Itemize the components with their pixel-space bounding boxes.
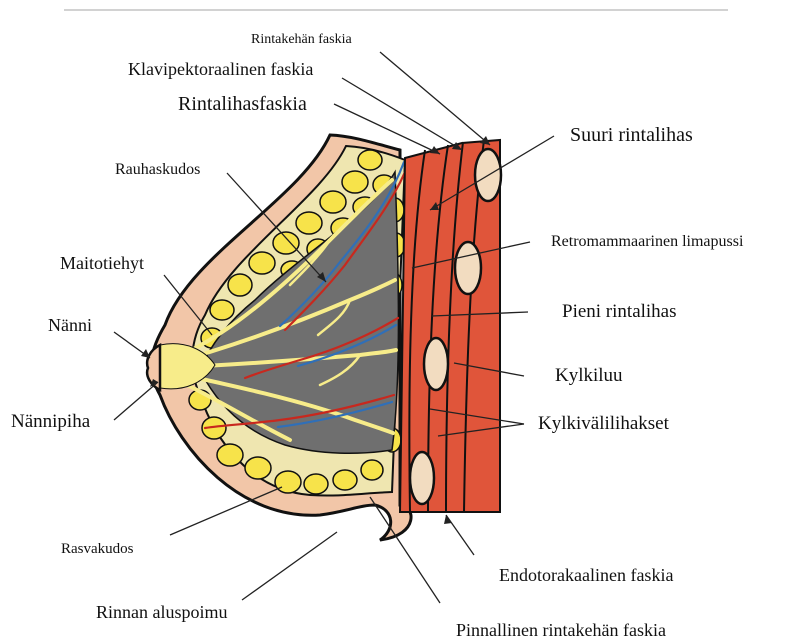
label-rintalihasfaskia: Rintalihasfaskia: [178, 94, 307, 114]
label-rintakehan-faskia: Rintakehän faskia: [251, 33, 352, 47]
label-rinnan-aluspoimu: Rinnan aluspoimu: [96, 603, 228, 621]
label-pieni-rintalihas: Pieni rintalihas: [562, 302, 677, 321]
label-kylkiluu: Kylkiluu: [555, 366, 623, 385]
label-maitotiehyt: Maitotiehyt: [60, 254, 144, 272]
label-retromammaarinen-limapussi: Retromammaarinen limapussi: [551, 234, 743, 250]
label-rauhaskudos: Rauhaskudos: [115, 162, 200, 178]
label-endotorakaalinen-faskia: Endotorakaalinen faskia: [499, 566, 673, 584]
label-nannipiha: Nännipiha: [11, 412, 90, 431]
label-kylkivalilihakset: Kylkivälilihakset: [538, 414, 669, 433]
label-suuri-rintalihas: Suuri rintalihas: [570, 125, 693, 145]
label-nanni: Nänni: [48, 316, 92, 334]
label-klavipektoraalinen-faskia: Klavipektoraalinen faskia: [128, 60, 313, 78]
label-rasvakudos: Rasvakudos: [61, 542, 134, 557]
label-pinnallinen-rintakehan-faskia: Pinnallinen rintakehän faskia: [456, 621, 666, 639]
